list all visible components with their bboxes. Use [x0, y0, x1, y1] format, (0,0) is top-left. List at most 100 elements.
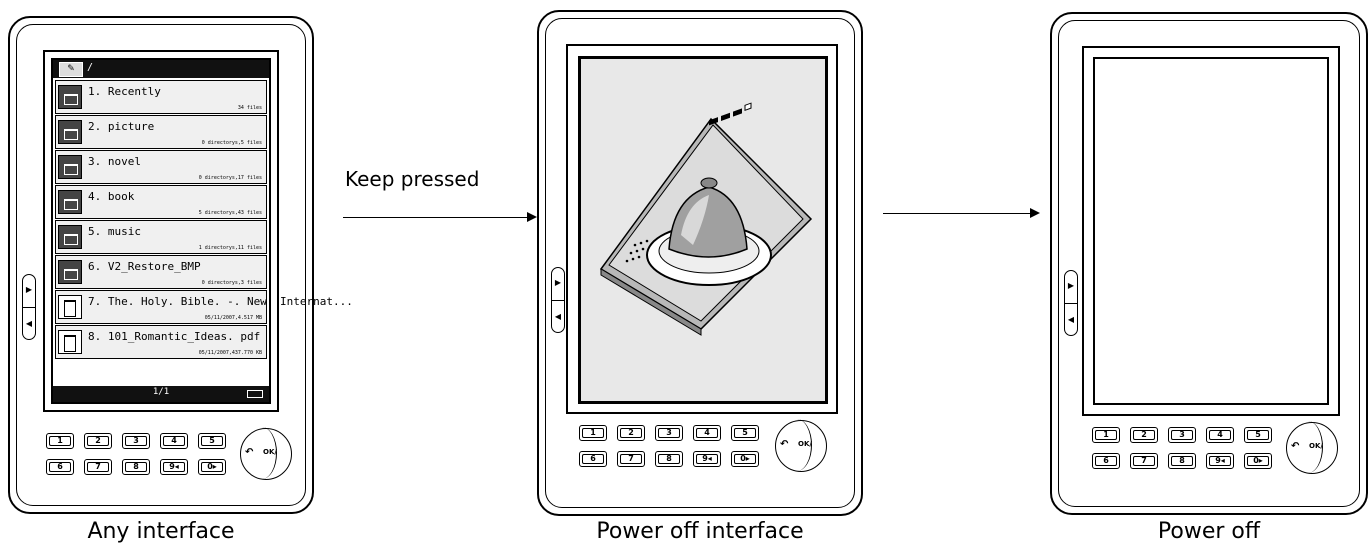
- file-name: 8. 101_Romantic_Ideas. pdf: [88, 330, 261, 343]
- file-meta: 5 directorys,43 files: [198, 210, 262, 216]
- ok-button[interactable]: ↶ OK/: [1286, 421, 1338, 474]
- caption-power-off: Power off: [1157, 519, 1261, 544]
- key-2[interactable]: 2: [1130, 427, 1158, 443]
- folder-icon: [58, 260, 82, 284]
- key-3[interactable]: 3: [655, 425, 683, 441]
- key-5[interactable]: 5: [198, 433, 226, 449]
- file-name: 3. novel: [88, 155, 141, 168]
- key-6[interactable]: 6: [46, 459, 74, 475]
- prev-page-icon: ◀: [1067, 315, 1075, 324]
- ok-button[interactable]: ↶ OK/: [775, 419, 827, 472]
- file-meta: 0 directorys,3 files: [201, 280, 262, 286]
- pdf-icon: [58, 295, 82, 319]
- power-off-screen: [578, 56, 828, 404]
- device-power-off-interface: ▶ ◀ 1 2 3 4 5 6 7 8 9◂ 0▸ ↶ OK/: [537, 10, 863, 516]
- prev-page-icon: ◀: [554, 312, 562, 321]
- key-4[interactable]: 4: [160, 433, 188, 449]
- ok-label: OK/: [263, 448, 277, 456]
- key-0[interactable]: 0▸: [1244, 453, 1272, 469]
- prev-page-icon: ◀: [25, 319, 33, 328]
- key-8[interactable]: 8: [1168, 453, 1196, 469]
- file-name: 5. music: [88, 225, 141, 238]
- file-list-header: ✎ /: [53, 60, 269, 78]
- folder-icon: [58, 225, 82, 249]
- current-path: /: [87, 62, 94, 73]
- key-5[interactable]: 5: [1244, 427, 1272, 443]
- ok-label: OK/: [1309, 442, 1323, 450]
- battery-icon: [247, 390, 263, 398]
- key-4[interactable]: 4: [1206, 427, 1234, 443]
- back-icon: ↶: [780, 439, 789, 450]
- pdf-icon: [58, 330, 82, 354]
- key-5[interactable]: 5: [731, 425, 759, 441]
- file-item[interactable]: 1. Recently 34 files: [55, 80, 267, 114]
- back-icon: ↶: [245, 447, 254, 458]
- key-6[interactable]: 6: [1092, 453, 1120, 469]
- file-item[interactable]: 3. novel 0 directorys,17 files: [55, 150, 267, 184]
- key-2[interactable]: 2: [617, 425, 645, 441]
- key-2[interactable]: 2: [84, 433, 112, 449]
- file-meta: 05/11/2007,4.517 MB: [204, 315, 262, 321]
- next-page-icon: ▶: [1067, 281, 1075, 290]
- key-3[interactable]: 3: [122, 433, 150, 449]
- caption-any-interface: Any interface: [87, 519, 235, 544]
- file-meta: 05/11/2007,437.770 KB: [198, 350, 262, 356]
- file-name: 4. book: [88, 190, 135, 203]
- file-name: 2. picture: [88, 120, 155, 133]
- folder-icon: [58, 120, 82, 144]
- screen-frame: [566, 44, 838, 414]
- file-item[interactable]: 4. book 5 directorys,43 files: [55, 185, 267, 219]
- file-meta: 1 directorys,11 files: [198, 245, 262, 251]
- key-6[interactable]: 6: [579, 451, 607, 467]
- file-name: 1. Recently: [88, 85, 161, 98]
- blank-screen: [1093, 57, 1329, 405]
- key-7[interactable]: 7: [1130, 453, 1158, 469]
- arrow-right: [883, 208, 1040, 218]
- key-3[interactable]: 3: [1168, 427, 1196, 443]
- file-name: 6. V2_Restore_BMP: [88, 260, 201, 273]
- file-item[interactable]: 7. The. Holy. Bible. -. New. Internat...…: [55, 290, 353, 324]
- key-0[interactable]: 0▸: [731, 451, 759, 467]
- key-1[interactable]: 1: [46, 433, 74, 449]
- file-meta: 34 files: [237, 105, 262, 111]
- file-list-footer: 1/1: [53, 386, 269, 402]
- key-4[interactable]: 4: [693, 425, 721, 441]
- screen-frame: [1082, 46, 1340, 416]
- folder-icon: [58, 190, 82, 214]
- pen-icon: ✎: [59, 62, 83, 77]
- next-page-icon: ▶: [25, 285, 33, 294]
- page-turn-button[interactable]: ▶ ◀: [1064, 270, 1078, 336]
- key-9[interactable]: 9◂: [160, 459, 188, 475]
- key-9[interactable]: 9◂: [1206, 453, 1234, 469]
- key-1[interactable]: 1: [1092, 427, 1120, 443]
- folder-icon: [58, 85, 82, 109]
- arrow-label-keep-pressed: Keep pressed: [345, 167, 480, 191]
- file-name: 7. The. Holy. Bible. -. New. Internat...: [88, 295, 353, 308]
- back-icon: ↶: [1291, 441, 1300, 452]
- file-item[interactable]: 6. V2_Restore_BMP 0 directorys,3 files: [55, 255, 267, 289]
- file-meta: 0 directorys,5 files: [201, 140, 262, 146]
- page-turn-button[interactable]: ▶ ◀: [551, 267, 565, 333]
- key-7[interactable]: 7: [84, 459, 112, 475]
- key-1[interactable]: 1: [579, 425, 607, 441]
- arrow-right: [343, 212, 537, 222]
- caption-power-off-interface: Power off interface: [596, 519, 804, 544]
- key-8[interactable]: 8: [122, 459, 150, 475]
- file-meta: 0 directorys,17 files: [198, 175, 262, 181]
- device-power-off: ▶ ◀ 1 2 3 4 5 6 7 8 9◂ 0▸ ↶ OK/: [1050, 12, 1368, 515]
- key-0[interactable]: 0▸: [198, 459, 226, 475]
- file-list-screen: ✎ / 1. Recently 34 files 2. picture 0 di…: [51, 58, 353, 404]
- page-indicator: 1/1: [152, 387, 170, 397]
- ok-label: OK/: [798, 440, 812, 448]
- ok-button[interactable]: ↶ OK/: [240, 427, 292, 480]
- key-8[interactable]: 8: [655, 451, 683, 467]
- page-turn-button[interactable]: ▶ ◀: [22, 274, 36, 340]
- file-item[interactable]: 8. 101_Romantic_Ideas. pdf 05/11/2007,43…: [55, 325, 267, 359]
- file-item[interactable]: 5. music 1 directorys,11 files: [55, 220, 267, 254]
- key-7[interactable]: 7: [617, 451, 645, 467]
- book-icon: [599, 102, 813, 336]
- key-9[interactable]: 9◂: [693, 451, 721, 467]
- file-item[interactable]: 2. picture 0 directorys,5 files: [55, 115, 267, 149]
- device-any-interface: ✎ / 1. Recently 34 files 2. picture 0 di…: [8, 16, 353, 514]
- folder-icon: [58, 155, 82, 179]
